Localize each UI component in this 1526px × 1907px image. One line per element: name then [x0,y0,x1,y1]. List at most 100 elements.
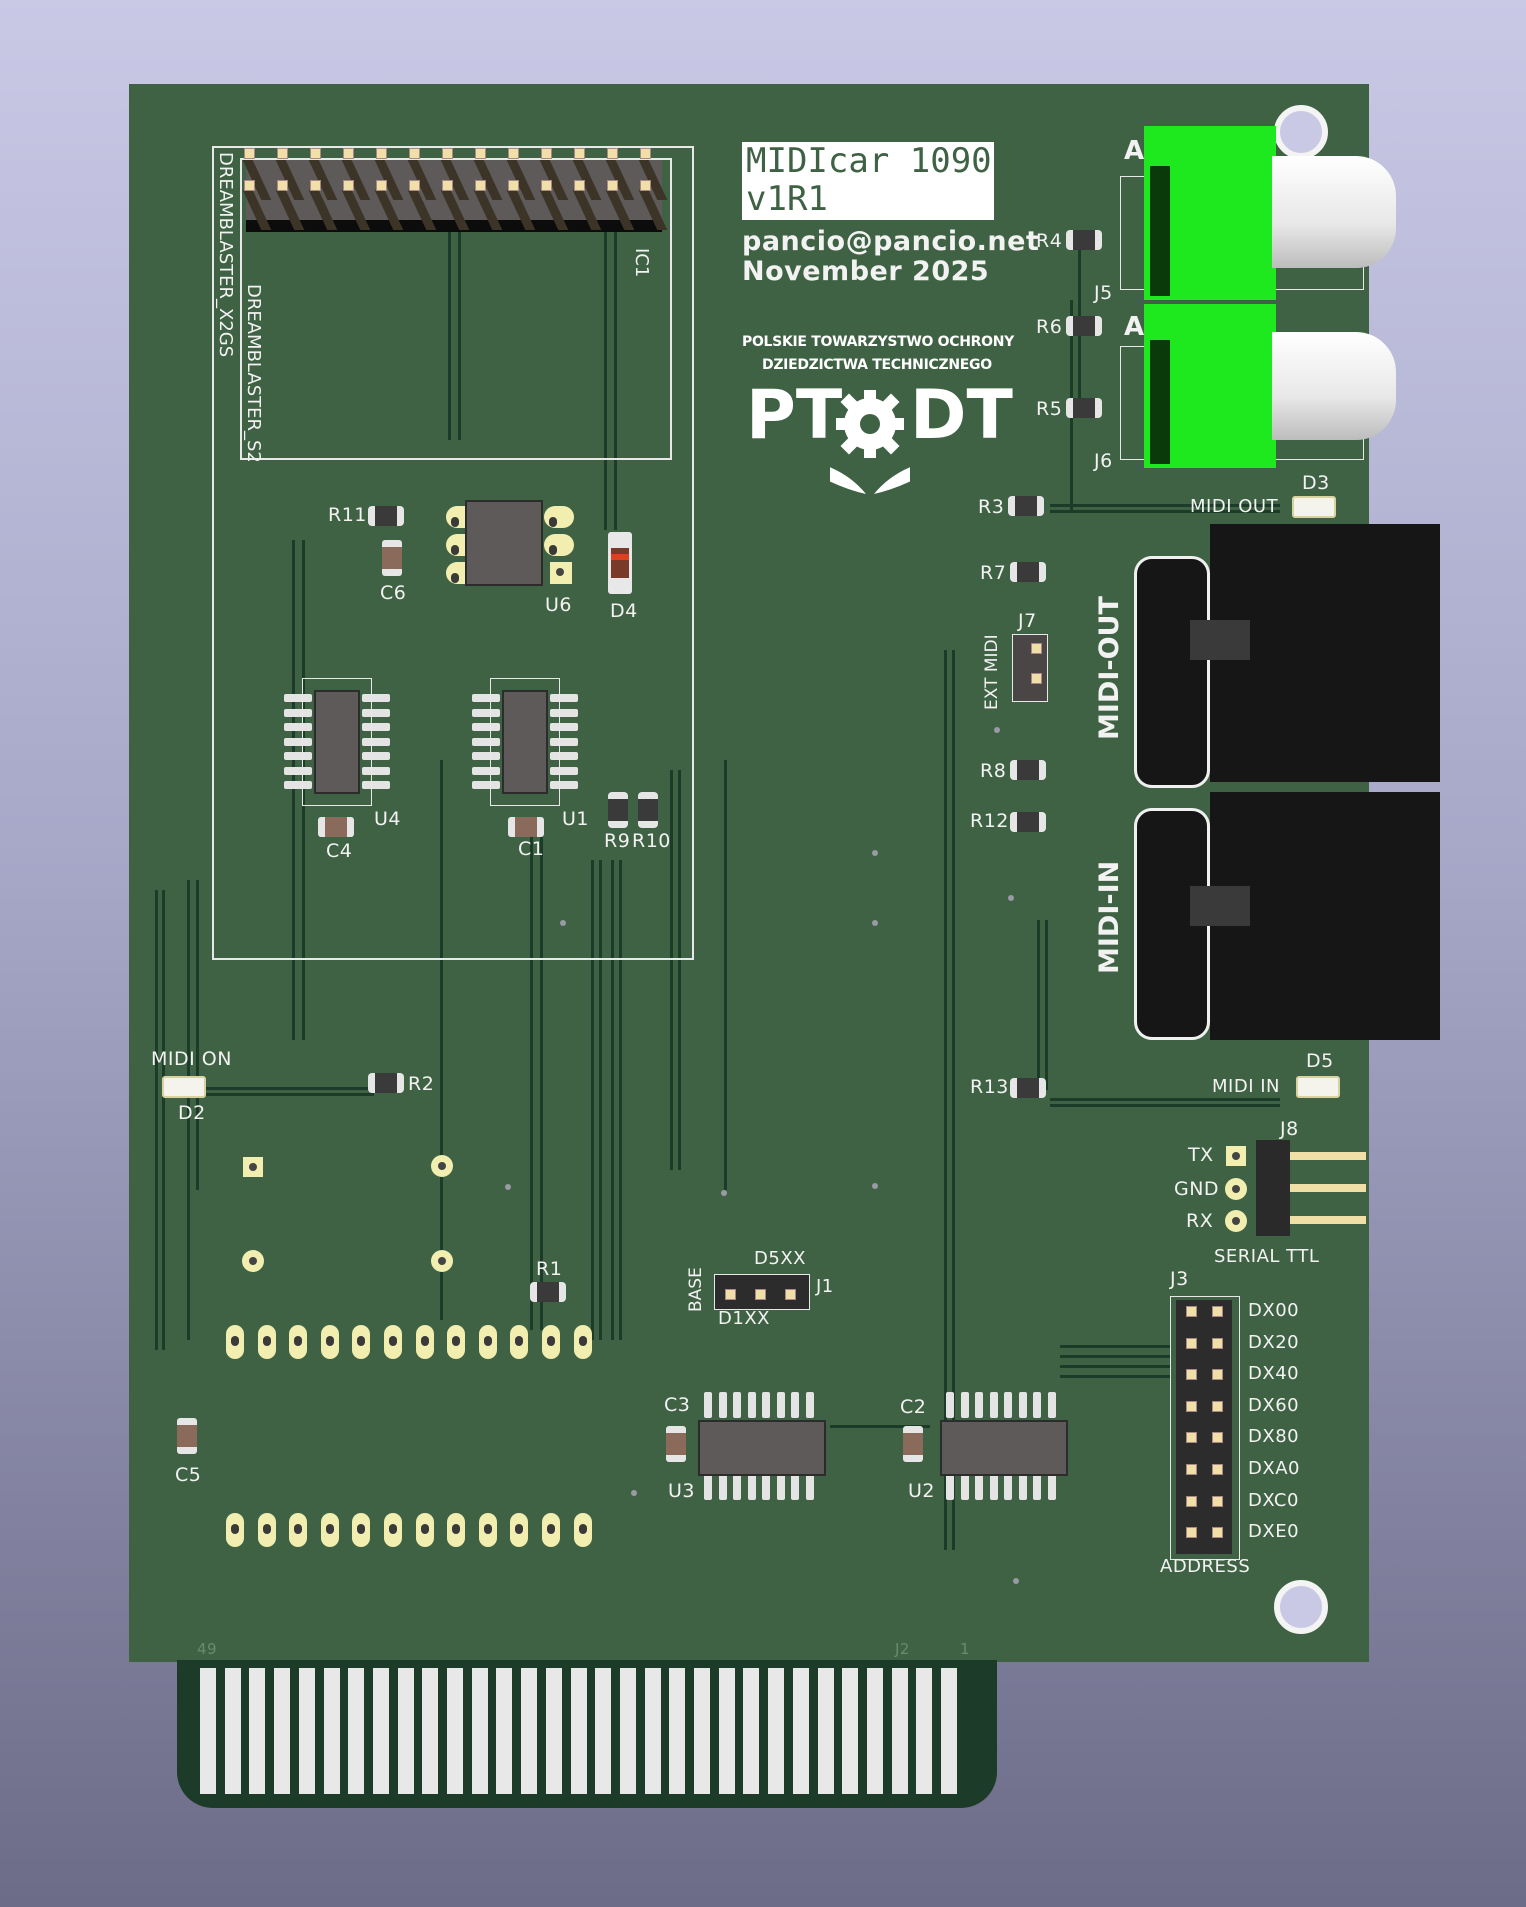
trace [1050,510,1280,513]
j3-pin [1212,1400,1223,1412]
u1-outline [490,678,560,806]
header-pin [475,148,486,159]
r5-resistor [1066,398,1102,418]
ext-midi-label: EXT MIDI [982,634,1002,710]
trace [614,230,617,530]
r9-label: R9 [604,830,631,852]
ic-pin [1004,1474,1012,1500]
ic-pin [550,766,578,775]
header-pin [541,180,552,191]
via [994,727,1000,733]
j1-label: J1 [816,1276,834,1297]
edge-finger [842,1668,859,1794]
trace [155,890,158,1350]
header-pin [607,180,618,191]
midi-out-din-front [1134,556,1210,788]
r8-resistor [1010,760,1046,780]
j3-pin [1186,1400,1197,1412]
r13-label: R13 [970,1076,1009,1098]
dreamblaster-x2gs-outline [212,146,694,960]
ic-pin [284,752,312,760]
via [1013,1578,1019,1584]
r1-label: R1 [536,1258,563,1280]
edge-finger [644,1668,661,1794]
j3-pin [1212,1432,1223,1444]
d5-label: D5 [1306,1050,1334,1072]
trace [188,1087,374,1090]
header-pin [607,148,618,159]
c6-capacitor [382,540,402,576]
edge-finger [397,1668,414,1794]
logo-mark-left: PT [746,376,843,455]
j3-pin [1212,1527,1223,1539]
edge-finger [792,1668,809,1794]
socket-pad [384,1513,402,1547]
ic-pin [472,694,500,702]
ic-pin [1004,1392,1012,1418]
through-hole-pad [431,1250,453,1272]
ic-pin [362,708,390,717]
socket-pad [573,1513,592,1547]
edge-finger [768,1668,785,1794]
header-pin [376,180,387,191]
ic-pin [550,723,578,731]
midi-out-led-label: MIDI OUT [1190,496,1279,517]
ic-pin [550,781,578,789]
ic-pin [805,1474,814,1500]
edge-finger [274,1668,291,1794]
j7-ext-midi-jumper[interactable] [1012,634,1048,702]
dreamblaster-s2-label: DREAMBLASTER_S2 [243,284,264,463]
j8-serial-header[interactable] [1256,1140,1290,1236]
edge-finger [718,1668,735,1794]
edge-finger [422,1668,439,1794]
d4-diode [608,532,632,594]
edge-finger [496,1668,513,1794]
ic-pin [975,1474,983,1500]
edge-j2-label: J2 [895,1640,910,1658]
through-hole-pad [242,1250,264,1272]
address-option-dx00: DX00 [1248,1300,1300,1321]
ic-pin [747,1474,756,1500]
header-pin [541,148,552,159]
socket-pad [289,1325,308,1359]
edge-finger [323,1668,340,1794]
c3-label: C3 [664,1394,691,1416]
edge-finger [447,1668,463,1794]
j3-address-header[interactable] [1176,1300,1232,1554]
logo-mark-right: DT [910,376,1013,455]
midi-out-port-label: MIDI-OUT [1094,596,1125,740]
via [1008,895,1014,901]
socket-pad [542,1325,560,1359]
j7-label: J7 [1018,610,1037,632]
base-label: BASE [686,1267,706,1312]
gnd-label: GND [1174,1178,1220,1200]
audio-a-label-2: A [1124,312,1145,342]
ic-pin [472,737,500,746]
ic-pin [550,694,578,702]
ic-pin [472,723,500,731]
socket-pad [478,1513,497,1547]
ic-pin [550,708,578,717]
d4-label: D4 [610,600,638,622]
ic-pin [284,737,312,746]
socket-pad [415,1513,434,1547]
midi-on-label: MIDI ON [151,1048,232,1070]
trace [1045,920,1048,1090]
trace [678,770,681,1170]
trace [302,540,305,1040]
u6-pad [544,506,574,528]
u2-label: U2 [908,1480,935,1502]
edge-pin-1-label: 1 [960,1640,971,1658]
serial-ttl-label: SERIAL TTL [1214,1246,1320,1267]
via [560,920,566,926]
r11-label: R11 [328,504,367,526]
trace [944,650,947,1550]
gear-logo-icon [830,390,910,494]
j1-base-jumper[interactable] [714,1274,810,1310]
trace [611,860,614,1340]
d2-midi-on-led [162,1076,206,1098]
socket-pad [320,1325,339,1359]
edge-finger [916,1668,933,1794]
r12-resistor [1010,812,1046,832]
trace [1050,504,1280,507]
